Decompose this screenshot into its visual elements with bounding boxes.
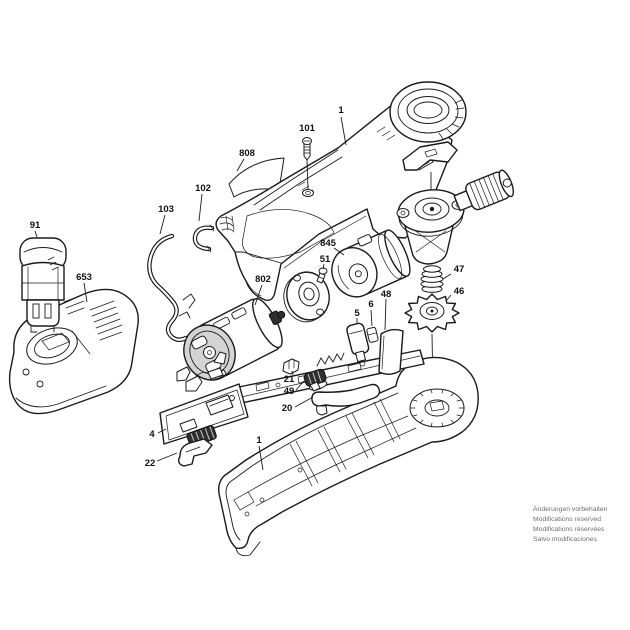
callout-battery-91: 91: [30, 220, 41, 231]
callout-labels: 1 101 808 102 103 91 653 802 845 51 47 4…: [30, 105, 465, 469]
callout-spring-47: 47: [454, 264, 465, 275]
upper-housing: [215, 81, 467, 302]
footer-line-es: Salvo modificaciones: [533, 536, 597, 543]
lower-housing: [217, 356, 479, 557]
footer-line-de: Änderungen vorbehalten: [533, 505, 608, 513]
screw-101: [302, 137, 312, 161]
footer-line-en: Modifications reserved: [533, 516, 601, 523]
switch-5: [346, 322, 370, 367]
callout-knob-49: 49: [284, 386, 295, 397]
battery-pack: [19, 237, 91, 355]
footer-notice: Änderungen vorbehalten Modifications res…: [533, 505, 608, 543]
bearing-plate: [283, 271, 330, 323]
battery-vents: [47, 256, 59, 271]
coil-spring-small: [316, 352, 345, 367]
switch-plate-assembly: [159, 349, 425, 448]
callout-gear-46: 46: [454, 286, 465, 297]
ring-gear-teeth: [409, 389, 465, 428]
callout-bracket-22: 22: [145, 458, 156, 469]
callout-clamp-6: 6: [368, 299, 373, 310]
sticker: [228, 157, 285, 198]
motor: [183, 297, 286, 381]
callout-clip-102: 102: [195, 183, 211, 194]
lever-20: [309, 381, 381, 416]
bracket-22: [177, 438, 213, 467]
spring: [420, 265, 444, 293]
callout-sticker-808: 808: [239, 148, 255, 159]
contact-21: [282, 358, 300, 375]
callout-screw-51: 51: [320, 254, 331, 265]
charger-vents: [63, 294, 123, 341]
callout-wire-103: 103: [158, 204, 174, 215]
callout-lever-20: 20: [282, 403, 293, 414]
callout-plate-48: 48: [381, 289, 392, 300]
footer-line-fr: Modifications réservées: [533, 526, 605, 533]
spindle-collet: [453, 169, 515, 212]
callout-charger-653: 653: [76, 272, 92, 283]
assembly-line: [71, 330, 91, 355]
clamp-6: [366, 326, 379, 343]
callout-upper-housing: 1: [338, 105, 344, 116]
wire-bail: [147, 233, 196, 342]
cover-plate-48: [378, 328, 404, 375]
callout-rotor-845: 845: [320, 238, 337, 249]
gear-head: [396, 141, 515, 265]
callout-lower-housing: 1: [256, 435, 262, 446]
callout-plate-4: 4: [149, 429, 155, 440]
clip: [192, 224, 215, 253]
housing-head: [389, 81, 467, 143]
leader-lines: [34, 116, 452, 471]
callout-switch-5: 5: [354, 308, 360, 319]
callout-screw-101: 101: [299, 123, 316, 134]
rotor-assembly: [331, 229, 411, 298]
callout-motor-802: 802: [255, 274, 271, 285]
callout-contact-21: 21: [284, 374, 295, 385]
housing-ribs: [233, 398, 417, 511]
